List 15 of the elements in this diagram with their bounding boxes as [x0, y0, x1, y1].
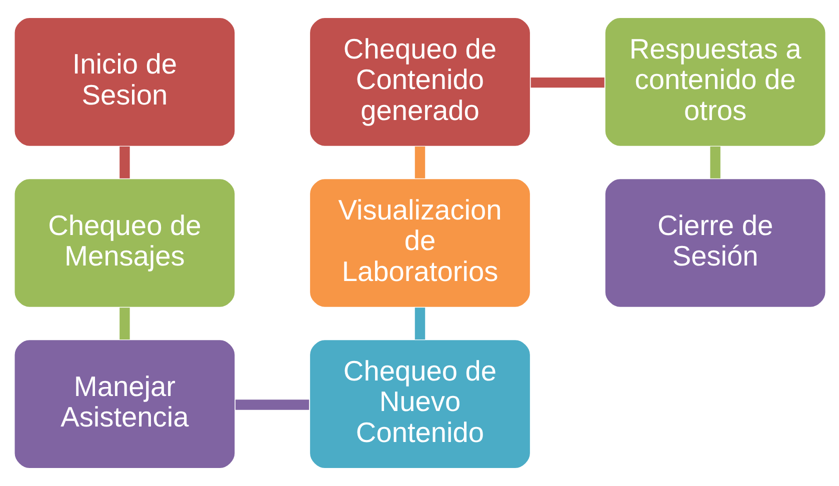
- connector: [119, 308, 130, 340]
- node-box: Chequeo de Contenido generado: [308, 16, 531, 148]
- connector: [235, 400, 309, 410]
- node-box: Inicio de Sesion: [12, 16, 236, 148]
- node-box: Chequeo de Nuevo Contenido: [308, 338, 531, 470]
- node-box: Visualizacion de Laboratorios: [308, 178, 531, 308]
- connector: [414, 146, 425, 178]
- node-box: Manejar Asistencia: [12, 338, 236, 470]
- connector: [414, 308, 425, 340]
- connector: [530, 77, 604, 88]
- connector: [119, 146, 130, 178]
- node-box: Cierre de Sesión: [604, 178, 826, 308]
- connector: [710, 146, 720, 178]
- node-box: Chequeo de Mensajes: [12, 178, 236, 308]
- node-box: Respuestas a contenido de otros: [604, 16, 826, 148]
